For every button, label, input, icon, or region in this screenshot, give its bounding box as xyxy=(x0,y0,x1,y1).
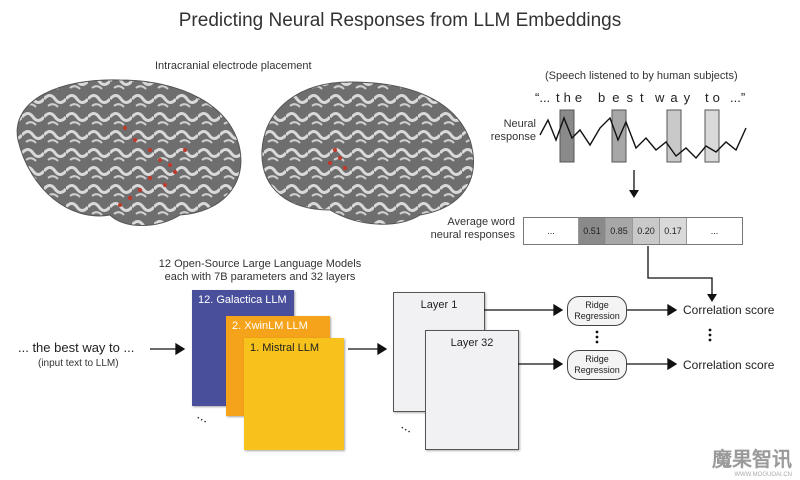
figure-title: Predicting Neural Responses from LLM Emb… xyxy=(178,10,622,31)
speech-caption: (Speech listened to by human subjects) xyxy=(545,70,738,82)
models-caption: 12 Open-Source Large Language Models eac… xyxy=(158,258,362,283)
panel-galactica-label: 12. Galactica LLM xyxy=(198,294,287,306)
layer-1-label: Layer 1 xyxy=(420,299,458,311)
avg-cell-ellipsis-right: ... xyxy=(710,226,719,236)
word-the: the xyxy=(556,90,587,105)
neural-response-label: Neural response xyxy=(490,118,536,143)
word-window-to xyxy=(704,109,720,163)
panel-mistral: 1. Mistral LLM xyxy=(244,338,344,450)
word-way: way xyxy=(655,90,697,105)
input-text: ... the best way to ... xyxy=(18,340,135,355)
right-hemisphere xyxy=(261,81,474,225)
panel-xwinlm-label: 2. XwinLM LLM xyxy=(232,320,308,332)
avg-cell-the: 0.51 xyxy=(579,218,606,244)
electrodes-left xyxy=(118,126,187,207)
layer-32-label: Layer 32 xyxy=(450,337,494,349)
electrodes-right xyxy=(328,148,347,170)
correlation-score-bottom: Correlation score xyxy=(683,358,775,372)
average-responses-table: ... 0.51 0.85 0.20 0.17 ... xyxy=(523,217,743,245)
speech-open-quote: “... xyxy=(535,90,551,105)
panel-mistral-label: 1. Mistral LLM xyxy=(250,342,320,354)
left-hemisphere xyxy=(16,79,242,226)
word-window-best xyxy=(611,109,627,163)
brain-label: Intracranial electrode placement xyxy=(155,60,312,72)
correlation-score-top: Correlation score xyxy=(683,303,775,317)
avg-cell-ellipsis-left: ... xyxy=(524,218,579,244)
avg-cell-best: 0.85 xyxy=(606,218,633,244)
watermark-url: WWW.MOGUOAI.CN xyxy=(734,472,792,478)
avg-cell-way: 0.20 xyxy=(633,218,660,244)
neural-response-trace xyxy=(539,116,747,160)
average-label: Average word neural responses xyxy=(430,216,515,241)
vertical-dots xyxy=(595,328,712,344)
word-to: to xyxy=(705,90,724,105)
layer-32-panel: Layer 32 xyxy=(425,330,519,450)
watermark-logo: 魔果智讯 xyxy=(712,449,792,471)
input-sub: (input text to LLM) xyxy=(38,358,119,369)
avg-cell-to: 0.17 xyxy=(660,218,687,244)
speech-close-quote: ...” xyxy=(730,90,746,105)
word-best: best xyxy=(598,90,651,105)
